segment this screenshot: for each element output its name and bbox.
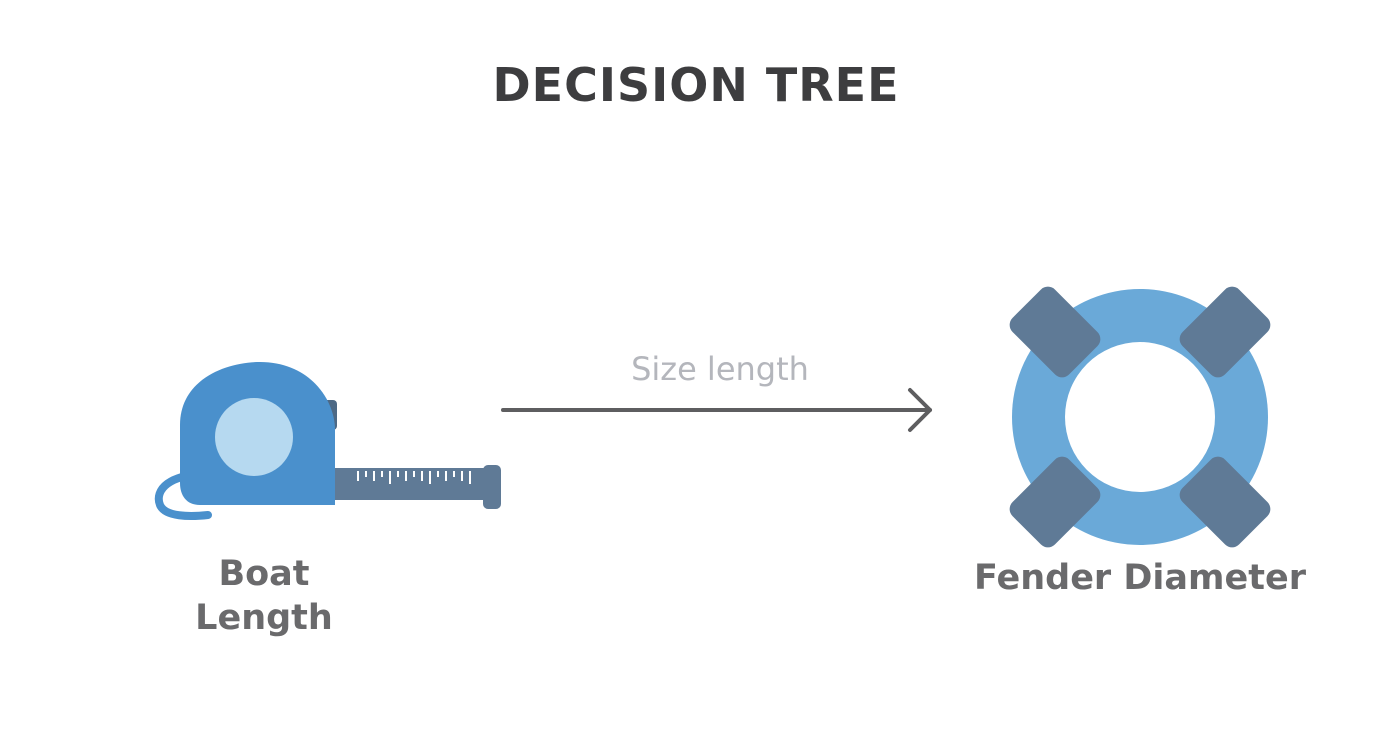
node-label-fender-diameter: Fender Diameter bbox=[974, 558, 1306, 598]
diagram-title: DECISION TREE bbox=[492, 58, 900, 112]
tape-blade bbox=[320, 468, 490, 500]
tape-end-hook bbox=[483, 465, 501, 509]
tape-measure-icon bbox=[154, 362, 501, 520]
node-label-boat-line2: Length bbox=[195, 598, 333, 638]
node-label-boat-length: Boat Length bbox=[140, 552, 388, 640]
life-ring-icon bbox=[1009, 286, 1271, 548]
edge-label: Size length bbox=[631, 350, 809, 388]
node-label-boat-line1: Boat bbox=[218, 554, 310, 594]
life-ring-straps bbox=[1009, 286, 1271, 548]
tape-case-disc bbox=[215, 398, 293, 476]
edge-arrow bbox=[501, 388, 932, 432]
tape-tick-marks bbox=[357, 471, 471, 484]
